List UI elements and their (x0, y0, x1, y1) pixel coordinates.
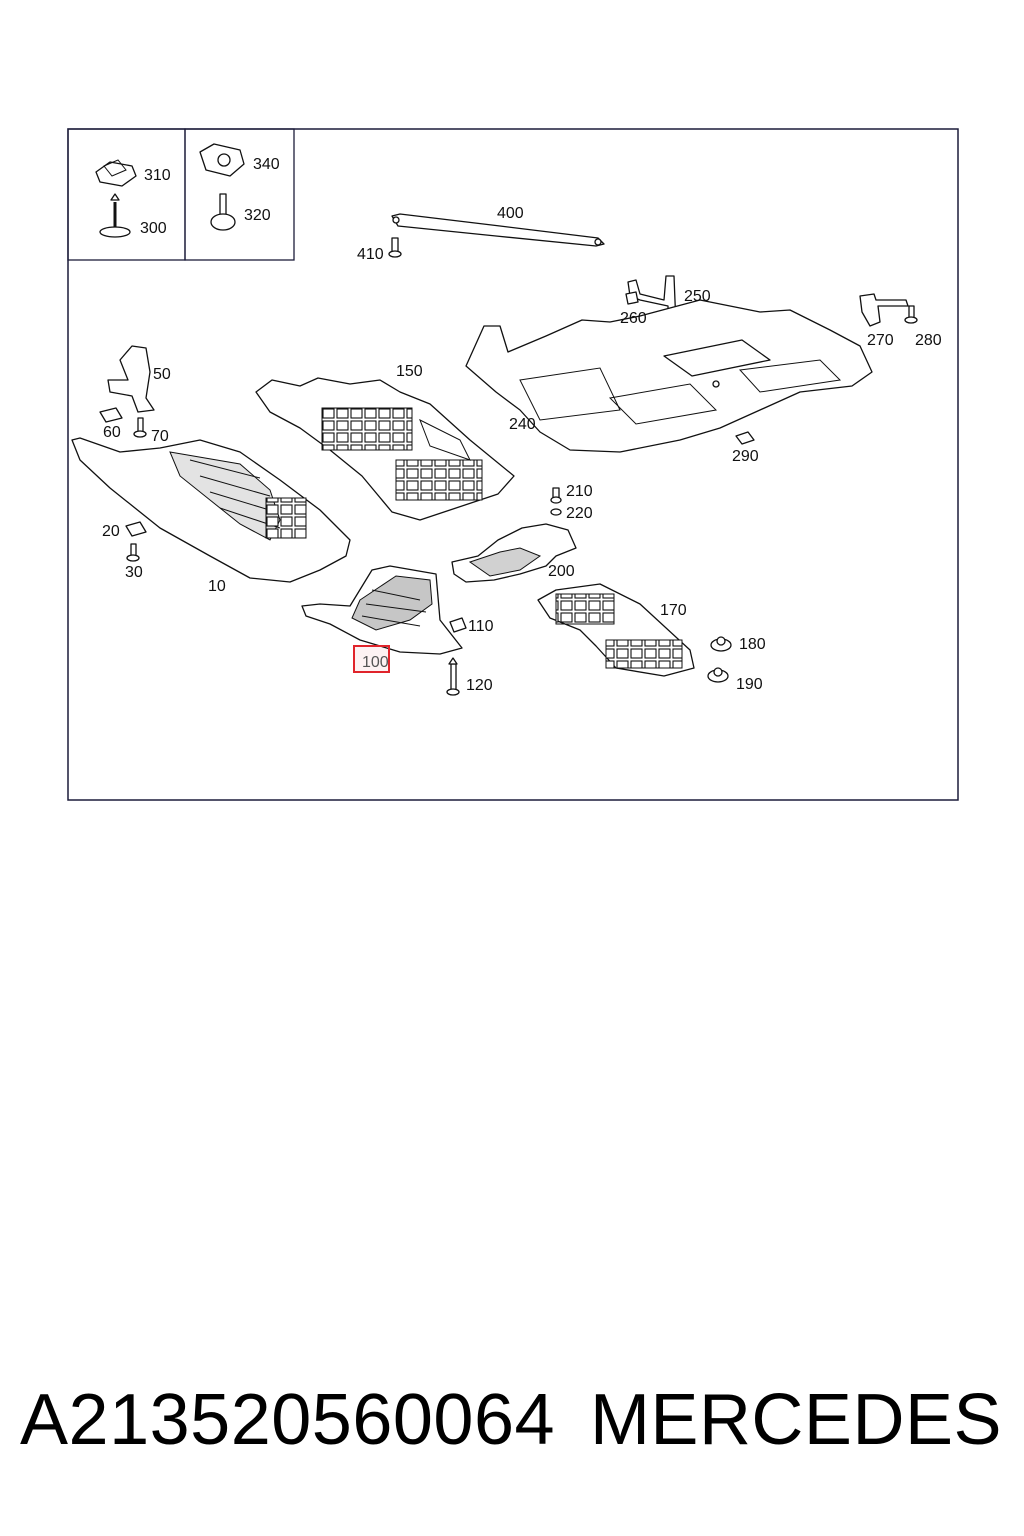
clip-20-icon[interactable] (125, 521, 147, 537)
bracket-250-icon[interactable] (627, 275, 677, 327)
bolt-410-icon[interactable] (388, 237, 402, 258)
highlight-box (353, 645, 390, 673)
callout-150[interactable]: 150 (396, 363, 423, 380)
strut-bar-400-icon[interactable] (391, 213, 605, 247)
footer: A213520560064 MERCEDES (0, 1375, 1024, 1465)
diagram-frame (67, 128, 959, 801)
part-number: A213520560064 (20, 1380, 556, 1460)
screw-30-icon[interactable] (126, 543, 140, 562)
underbody-panel-240-icon[interactable] (465, 299, 873, 453)
callout-110[interactable]: 110 (468, 618, 494, 635)
front-panel-10-icon[interactable] (71, 437, 351, 583)
callout-290[interactable]: 290 (732, 448, 759, 465)
callout-100[interactable]: 100 (362, 654, 389, 671)
callout-170[interactable]: 170 (660, 602, 687, 619)
callout-50[interactable]: 50 (153, 366, 171, 383)
callout-180[interactable]: 180 (739, 636, 766, 653)
screw-210-icon[interactable] (550, 487, 562, 504)
callout-210[interactable]: 210 (566, 483, 593, 500)
bracket-50-icon[interactable] (107, 345, 155, 413)
screw-120-icon[interactable] (446, 657, 460, 696)
callout-280[interactable]: 280 (915, 332, 942, 349)
clip-260-icon[interactable] (625, 291, 639, 305)
callout-200[interactable]: 200 (548, 563, 575, 580)
side-panel-100-icon[interactable] (301, 565, 463, 655)
brand-name: MERCEDES (589, 1380, 1002, 1460)
callout-70[interactable]: 70 (151, 428, 169, 445)
callout-220[interactable]: 220 (566, 505, 593, 522)
callout-10[interactable]: 10 (208, 578, 226, 595)
callout-310[interactable]: 310 (144, 167, 171, 184)
callout-250[interactable]: 250 (684, 288, 711, 305)
clip-nut-310-icon[interactable] (95, 159, 137, 187)
callout-270[interactable]: 270 (867, 332, 894, 349)
washer-220-icon[interactable] (550, 508, 562, 516)
bolt-320-icon[interactable] (210, 193, 236, 231)
screw-70-icon[interactable] (133, 417, 147, 438)
callout-60[interactable]: 60 (103, 424, 121, 441)
bracket-270-icon[interactable] (859, 293, 909, 327)
callout-400[interactable]: 400 (497, 205, 524, 222)
clip-290-icon[interactable] (735, 431, 755, 445)
underbody-panel-170-icon[interactable] (537, 583, 695, 677)
cover-200-icon[interactable] (451, 523, 577, 583)
push-rivet-300-icon[interactable] (99, 193, 131, 238)
callout-260[interactable]: 260 (620, 310, 647, 327)
callout-410[interactable]: 410 (357, 246, 384, 263)
callout-190[interactable]: 190 (736, 676, 763, 693)
callout-320[interactable]: 320 (244, 207, 271, 224)
callout-30[interactable]: 30 (125, 564, 143, 581)
callout-20[interactable]: 20 (102, 523, 120, 540)
speed-nut-340-icon[interactable] (199, 143, 245, 177)
inset-box-right (184, 128, 295, 261)
clip-110-icon[interactable] (449, 617, 467, 633)
nut-180-icon[interactable] (710, 636, 732, 652)
callout-120[interactable]: 120 (466, 677, 493, 694)
inset-box-left (67, 128, 186, 261)
clip-60-icon[interactable] (99, 407, 123, 423)
nut-190-icon[interactable] (707, 667, 729, 683)
underbody-panel-150-icon[interactable] (255, 377, 515, 521)
screw-280-icon[interactable] (904, 305, 918, 324)
callout-340[interactable]: 340 (253, 156, 280, 173)
callout-300[interactable]: 300 (140, 220, 167, 237)
callout-240[interactable]: 240 (509, 416, 536, 433)
